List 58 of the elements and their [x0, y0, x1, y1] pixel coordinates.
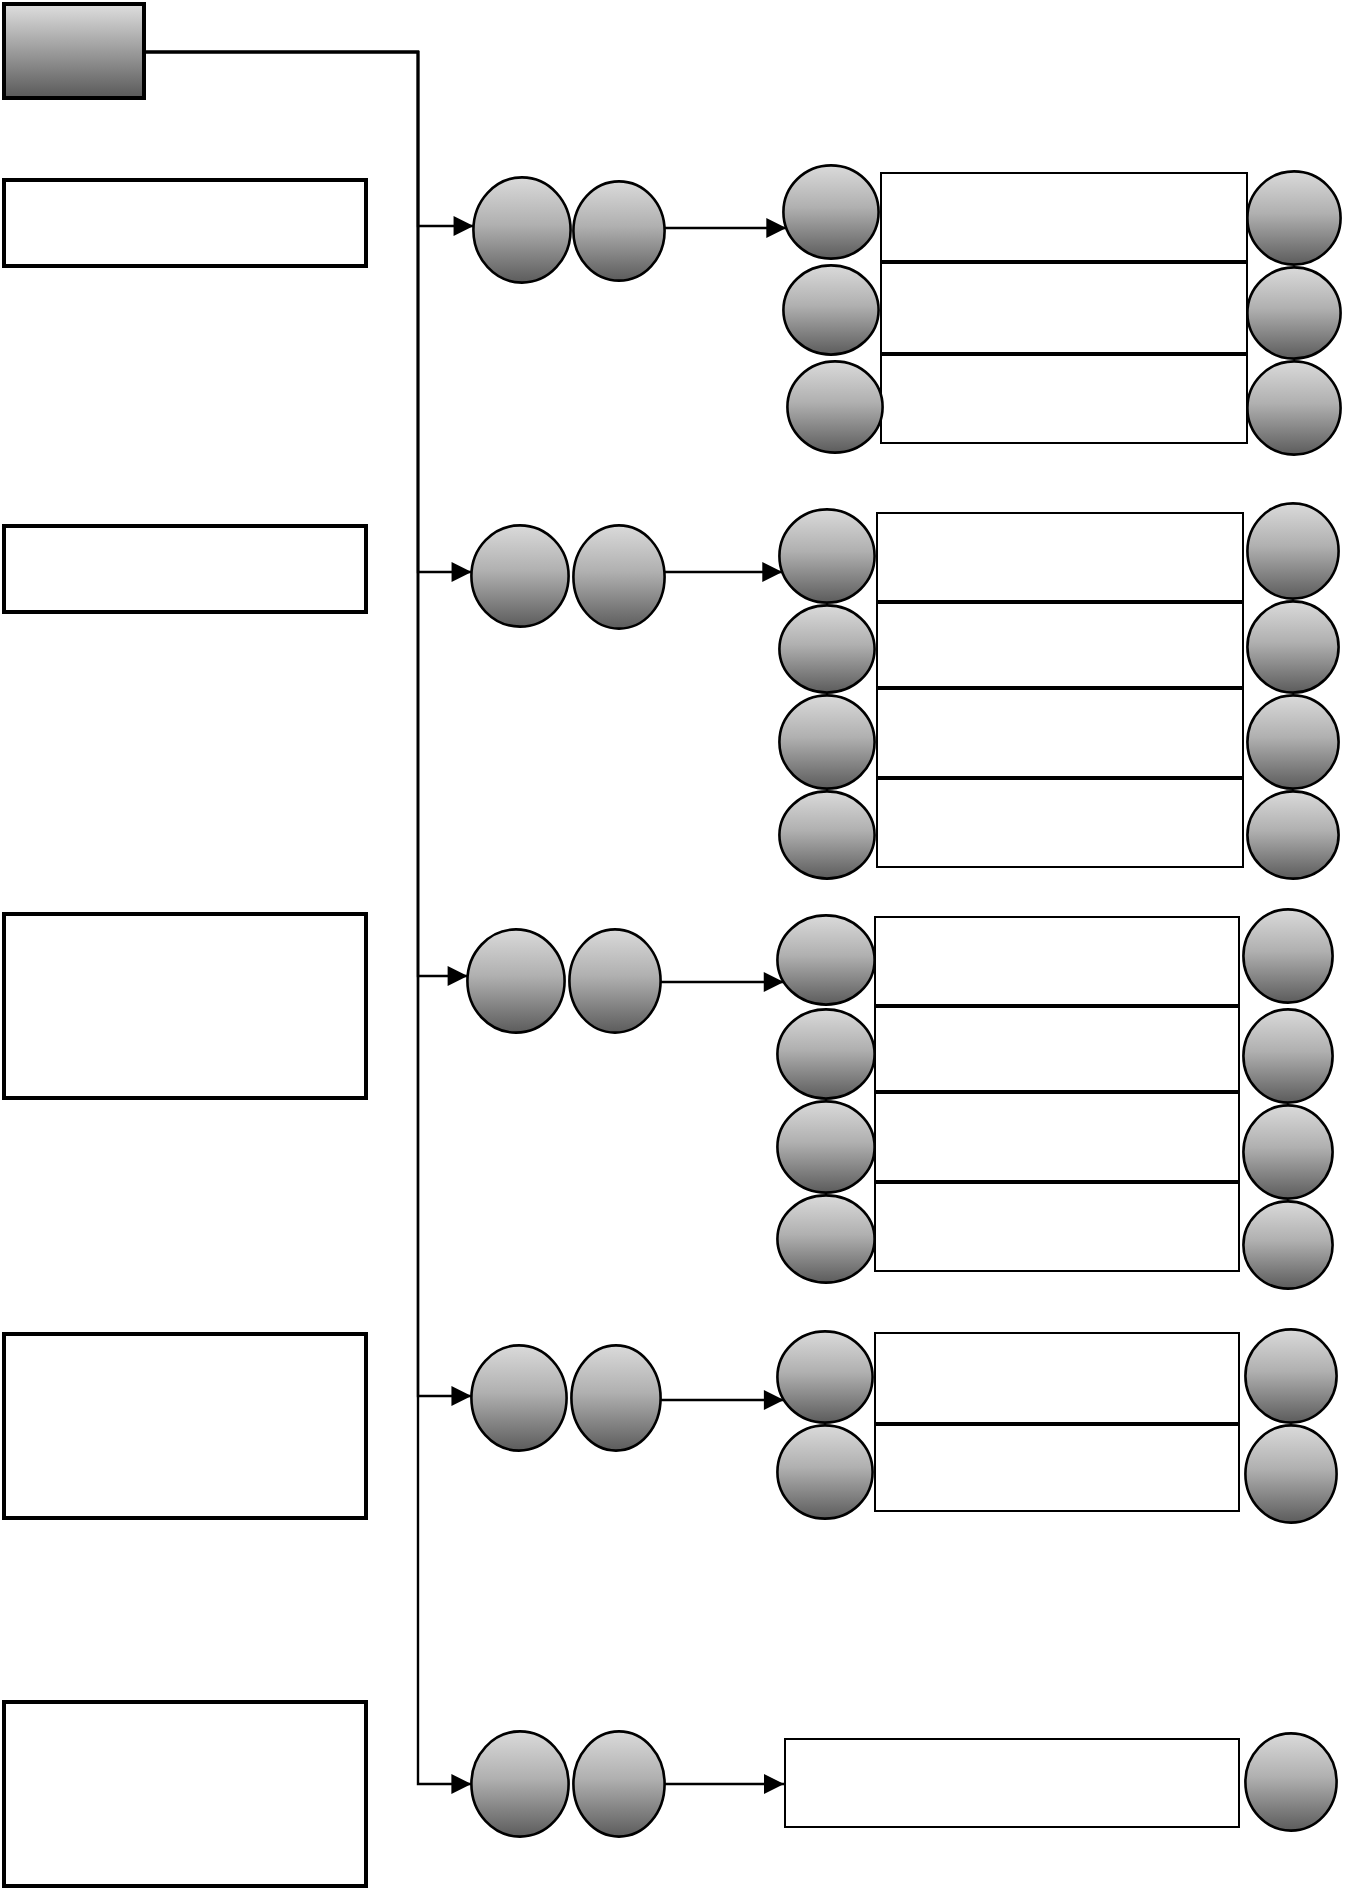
shaded-circle: [1244, 1328, 1338, 1424]
empty-box: [876, 688, 1244, 778]
shaded-circle: [572, 1730, 666, 1838]
shaded-circle: [776, 914, 876, 1006]
empty-box: [880, 354, 1248, 444]
empty-box: [874, 1182, 1240, 1272]
shaded-circle: [778, 508, 876, 604]
shaded-circle: [470, 524, 570, 628]
arrow: [664, 1774, 784, 1794]
arrow: [664, 562, 783, 582]
shaded-circle: [1246, 694, 1340, 790]
shaded-circle: [1242, 1200, 1334, 1290]
shaded-circle: [1246, 790, 1340, 880]
shaded-circle: [1246, 502, 1340, 600]
shaded-circle: [1246, 266, 1342, 360]
shaded-circle: [778, 790, 876, 880]
shaded-circle: [572, 524, 666, 630]
shaded-circle: [782, 264, 880, 356]
empty-box: [2, 912, 368, 1100]
shaded-circle: [570, 1344, 662, 1452]
empty-box: [2, 1700, 368, 1888]
shaded-circle: [1244, 1732, 1338, 1832]
empty-box: [874, 1092, 1240, 1182]
shaded-circle: [1242, 908, 1334, 1004]
shaded-circle: [776, 1100, 876, 1194]
arrow: [660, 972, 784, 992]
empty-box: [2, 178, 368, 268]
shaded-box: [2, 2, 146, 100]
empty-box: [874, 1424, 1240, 1512]
shaded-circle: [1246, 170, 1342, 266]
shaded-circle: [782, 164, 880, 260]
shaded-circle: [1246, 600, 1340, 694]
shaded-circle: [776, 1330, 874, 1424]
shaded-circle: [568, 928, 662, 1034]
shaded-circle: [1246, 360, 1342, 456]
shaded-circle: [470, 1344, 568, 1452]
arrow: [664, 218, 787, 238]
shaded-circle: [778, 604, 876, 694]
empty-box: [874, 1006, 1240, 1092]
shaded-circle: [572, 180, 666, 282]
shaded-circle: [776, 1194, 876, 1284]
shaded-circle: [466, 928, 566, 1034]
shaded-circle: [776, 1424, 874, 1520]
arrow: [660, 1390, 784, 1410]
shaded-circle: [1242, 1104, 1334, 1200]
empty-box: [2, 524, 368, 614]
shaded-circle: [786, 360, 884, 454]
shaded-circle: [1244, 1424, 1338, 1524]
empty-box: [876, 778, 1244, 868]
connector-arrow: [146, 50, 472, 1794]
shaded-circle: [472, 176, 572, 284]
shaded-circle: [776, 1008, 876, 1100]
empty-box: [784, 1738, 1240, 1828]
shaded-circle: [778, 694, 876, 790]
shaded-circle: [1242, 1008, 1334, 1104]
shaded-circle: [470, 1730, 570, 1838]
empty-box: [2, 1332, 368, 1520]
empty-box: [876, 602, 1244, 688]
